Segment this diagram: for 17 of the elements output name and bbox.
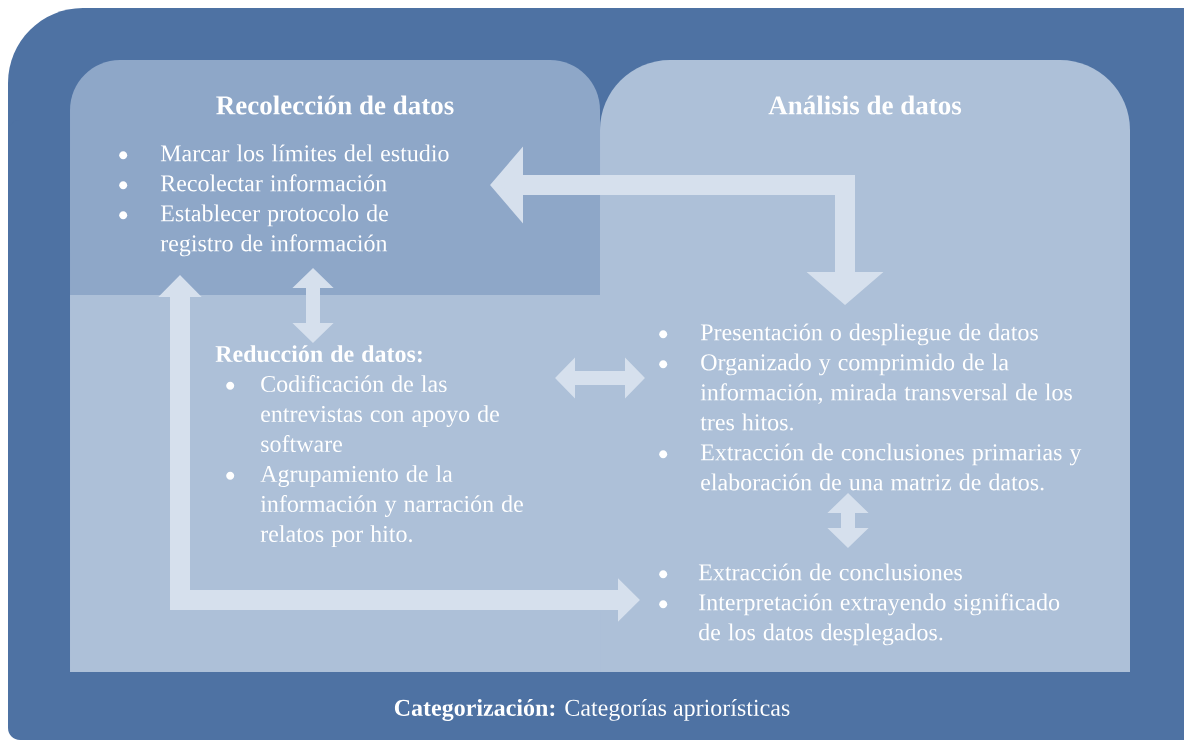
list-item: Agrupamiento de la información y narración de relatos por hito. <box>260 465 523 547</box>
text-block <box>215 345 523 547</box>
list-item: Extracción de conclusiones <box>698 563 962 581</box>
list-item: Establecer protocolo de registro de información <box>160 204 388 257</box>
text-block <box>659 563 1060 646</box>
heading: Análisis de datos <box>768 95 962 115</box>
list-item: Marcar los límites del estudio <box>160 144 449 162</box>
list-item: Extracción de conclusiones primarias y elaboración de una matriz de datos. <box>700 443 1082 491</box>
list-item: Recolectar información <box>160 174 387 192</box>
subheading: Reducción de datos: <box>215 345 422 363</box>
heading: Recolección de datos <box>216 95 454 115</box>
list-item: Interpretación extrayendo significado de los datos desplegados. <box>699 593 1060 646</box>
list-item: Organizado y comprimido de la información, mirada transversal de los tres hitos. <box>700 353 1072 431</box>
footer-text: Categorización: Categorías apriorísticas <box>394 699 790 721</box>
text-block <box>659 323 1082 491</box>
list-item: Codificación de las entrevistas con apoyo de software <box>261 375 499 453</box>
list-item: Presentación o despliegue de datos <box>700 323 1038 346</box>
